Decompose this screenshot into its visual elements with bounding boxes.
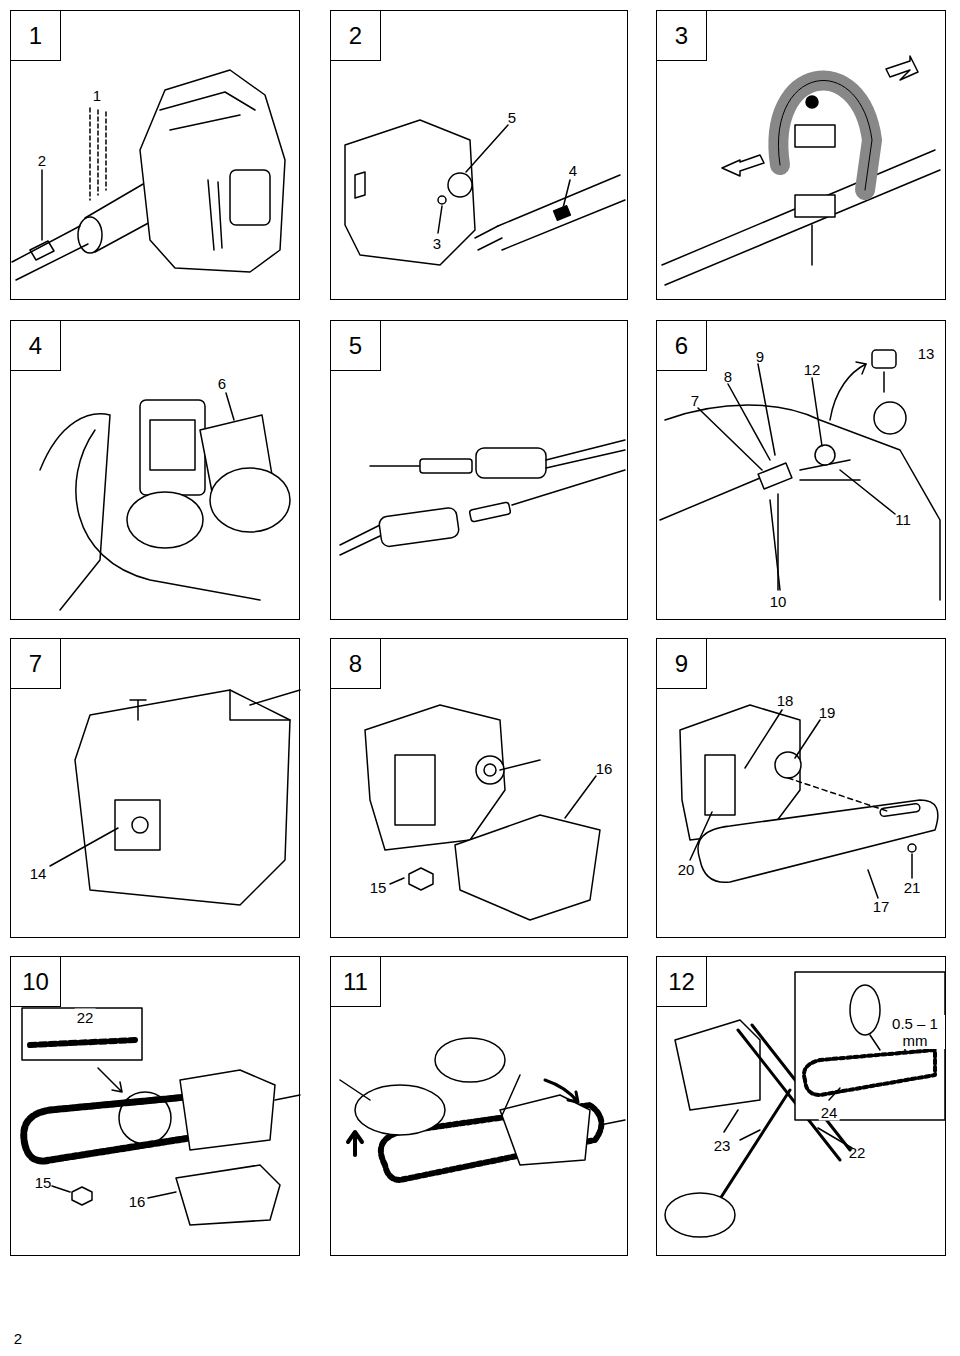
page-number: 2 xyxy=(14,1330,22,1347)
callout-number: 2 xyxy=(38,152,46,169)
callout-number: 19 xyxy=(819,704,836,721)
panel-number: 6 xyxy=(657,321,707,371)
callout-number: 24 xyxy=(819,1104,840,1121)
gearhead-figure xyxy=(50,690,300,905)
callout-number: 12 xyxy=(804,361,821,378)
panel-number: 7 xyxy=(11,639,61,689)
figure-panel: 7 xyxy=(10,638,300,938)
callout-number: 1 xyxy=(93,87,101,104)
callout-number: 21 xyxy=(904,879,921,896)
tension-figure xyxy=(340,1038,625,1180)
cable-figure xyxy=(340,440,625,555)
panel-number: 12 xyxy=(657,957,707,1007)
figure-panel: 4 xyxy=(10,320,300,620)
callout-number: 16 xyxy=(596,760,613,777)
panel-number: 9 xyxy=(657,639,707,689)
callout-number: 11 xyxy=(895,511,911,528)
panel-number: 11 xyxy=(331,957,381,1007)
dimension-label: 0.5 – 1 mm xyxy=(885,1015,945,1049)
figure-panel: 12 xyxy=(656,956,946,1256)
sharpening-figure xyxy=(665,972,945,1237)
figure-panel: 2 xyxy=(330,10,628,300)
figure-panel: 9 xyxy=(656,638,946,938)
gearbox-figure xyxy=(345,120,625,265)
figure-panel: 3 xyxy=(656,10,946,300)
callout-number: 4 xyxy=(569,162,577,179)
panel-number: 8 xyxy=(331,639,381,689)
figure-panel: 1 xyxy=(10,10,300,300)
callout-number: 5 xyxy=(508,109,516,126)
callout-number: 7 xyxy=(691,392,699,409)
callout-number: 17 xyxy=(873,898,890,915)
bar-figure xyxy=(680,705,938,898)
callout-number: 15 xyxy=(35,1174,52,1191)
panel-number: 4 xyxy=(11,321,61,371)
callout-number: 22 xyxy=(75,1009,96,1026)
callout-number: 23 xyxy=(714,1137,731,1154)
panel-number: 2 xyxy=(331,11,381,61)
panel-number: 1 xyxy=(11,11,61,61)
callout-number: 18 xyxy=(777,692,794,709)
callout-number: 16 xyxy=(129,1193,146,1210)
carburetor-figure xyxy=(40,393,290,610)
throttle-figure xyxy=(660,350,940,600)
callout-number: 20 xyxy=(678,861,695,878)
figure-panel: 11 xyxy=(330,956,628,1256)
callout-number: 8 xyxy=(724,368,732,385)
panel-number: 3 xyxy=(657,11,707,61)
handle-figure xyxy=(662,56,940,285)
callout-number: 14 xyxy=(30,865,47,882)
chain-figure xyxy=(22,1008,300,1225)
callout-number: 13 xyxy=(918,345,935,362)
panel-number: 5 xyxy=(331,321,381,371)
callout-number: 6 xyxy=(218,375,226,392)
callout-number: 15 xyxy=(370,879,387,896)
figure-panel: 5 xyxy=(330,320,628,620)
figure-panel: 10 xyxy=(10,956,300,1256)
engine-figure xyxy=(12,70,285,280)
callout-number: 22 xyxy=(849,1144,866,1161)
panel-number: 10 xyxy=(11,957,61,1007)
callout-number: 3 xyxy=(433,235,441,252)
callout-number: 9 xyxy=(756,348,764,365)
figure-panel: 6 xyxy=(656,320,946,620)
callout-number: 10 xyxy=(770,593,787,610)
gearhead-figure xyxy=(365,705,600,920)
